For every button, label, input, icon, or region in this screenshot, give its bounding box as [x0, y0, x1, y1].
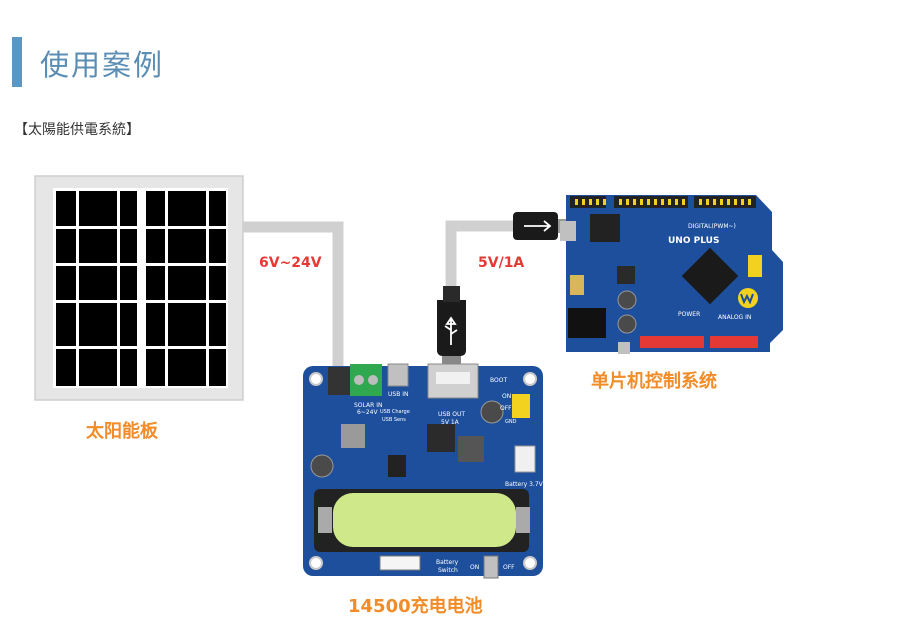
battery-board-label: 14500充电电池 [348, 595, 483, 617]
solar-cell [209, 349, 226, 386]
solar-cell [168, 349, 206, 386]
header-pin [647, 199, 650, 205]
mcu-label: 单片机控制系统 [591, 370, 717, 392]
solar-cell [56, 266, 76, 300]
header-pin [668, 199, 671, 205]
solar-panel-label: 太阳能板 [86, 420, 159, 442]
header-pin [741, 199, 744, 205]
board-usb-out-rating-text: 5V 1A [441, 419, 460, 426]
mcu-digital-text: DIGITAL(PWM~) [688, 223, 736, 230]
solar-cell [120, 303, 137, 346]
section-subtitle: 【太陽能供電系統】 [14, 122, 140, 138]
solar-cell [168, 266, 206, 300]
mcu-uno-plus-text: UNO PLUS [668, 236, 719, 246]
solar-cell [146, 349, 165, 386]
header-pin [734, 199, 737, 205]
solar-cell [168, 303, 206, 346]
header-pin [727, 199, 730, 205]
solar-cell [209, 303, 226, 346]
solar-voltage-label: 6V~24V [259, 255, 322, 271]
board-usb-sens-text: USB Sens [382, 417, 406, 423]
solar-cells [56, 191, 226, 386]
battery-board: SOLAR IN 6~24V USB IN USB Charge USB Sen… [303, 363, 544, 579]
header-pin [640, 199, 643, 205]
header-pin [713, 199, 716, 205]
board-off-text: OFF [500, 405, 512, 412]
micro-usb-plug [513, 212, 568, 240]
usb-output-label: 5V/1A [478, 255, 524, 271]
board-solar-in-text: SOLAR IN [354, 402, 382, 409]
solar-cell [146, 229, 165, 263]
page-title: 使用案例 [40, 48, 165, 82]
board-usb-out-text: USB OUT [438, 411, 465, 418]
header-pin [699, 199, 702, 205]
board-boot-text: BOOT [490, 377, 507, 384]
solar-cell [56, 303, 76, 346]
solar-cell [120, 266, 137, 300]
header-pin [619, 199, 622, 205]
usb-cable [445, 220, 520, 300]
board-battery-text: Battery 3.7V [505, 481, 544, 488]
board-switch-off-text: OFF [503, 564, 515, 571]
header-pin [706, 199, 709, 205]
solar-cell [79, 266, 117, 300]
header-pin [720, 199, 723, 205]
solar-cell [56, 191, 76, 226]
board-on-text: ON [502, 393, 511, 400]
solar-cell [79, 349, 117, 386]
usb-plug [437, 286, 466, 370]
header-pin [675, 199, 678, 205]
solar-cell [79, 191, 117, 226]
solar-cell [168, 229, 206, 263]
mcu-analog-text: ANALOG IN [718, 314, 751, 321]
header-pin [633, 199, 636, 205]
solar-cell [146, 191, 165, 226]
solar-cable [242, 221, 344, 372]
board-usb-charge-text: USB Charge [380, 409, 410, 415]
header-pin [582, 199, 585, 205]
header-pin [589, 199, 592, 205]
header-accent-bar [12, 37, 22, 87]
solar-cell [168, 191, 206, 226]
header-pin [603, 199, 606, 205]
solar-cell [209, 266, 226, 300]
header-pin [682, 199, 685, 205]
board-battery-switch-text-2: Switch [438, 567, 458, 574]
mcu-power-text: POWER [678, 311, 700, 318]
header-pin [575, 199, 578, 205]
board-usb-in-text: USB IN [388, 391, 408, 398]
header-pins [575, 199, 751, 205]
solar-cell [146, 303, 165, 346]
header-pin [596, 199, 599, 205]
board-battery-switch-text: Battery [436, 559, 459, 566]
header-pin [661, 199, 664, 205]
header-pin [748, 199, 751, 205]
solar-cell [209, 191, 226, 226]
solar-cell [56, 229, 76, 263]
solar-cell [120, 229, 137, 263]
solar-cell [56, 349, 76, 386]
board-gnd-text: GND [505, 419, 517, 425]
solar-cell [120, 349, 137, 386]
waveshare-logo-icon [738, 288, 758, 308]
header-pin [654, 199, 657, 205]
mcu-board: UNO PLUS DIGITAL(PWM~) POWER ANALOG IN [560, 195, 783, 354]
solar-cell [146, 266, 165, 300]
board-switch-on-text: ON [470, 564, 479, 571]
solar-cell [120, 191, 137, 226]
board-solar-range-text: 6~24V [357, 409, 378, 416]
solar-cell [79, 303, 117, 346]
solar-cell [209, 229, 226, 263]
solar-panel [34, 175, 244, 401]
header-pin [626, 199, 629, 205]
solar-cell [79, 229, 117, 263]
